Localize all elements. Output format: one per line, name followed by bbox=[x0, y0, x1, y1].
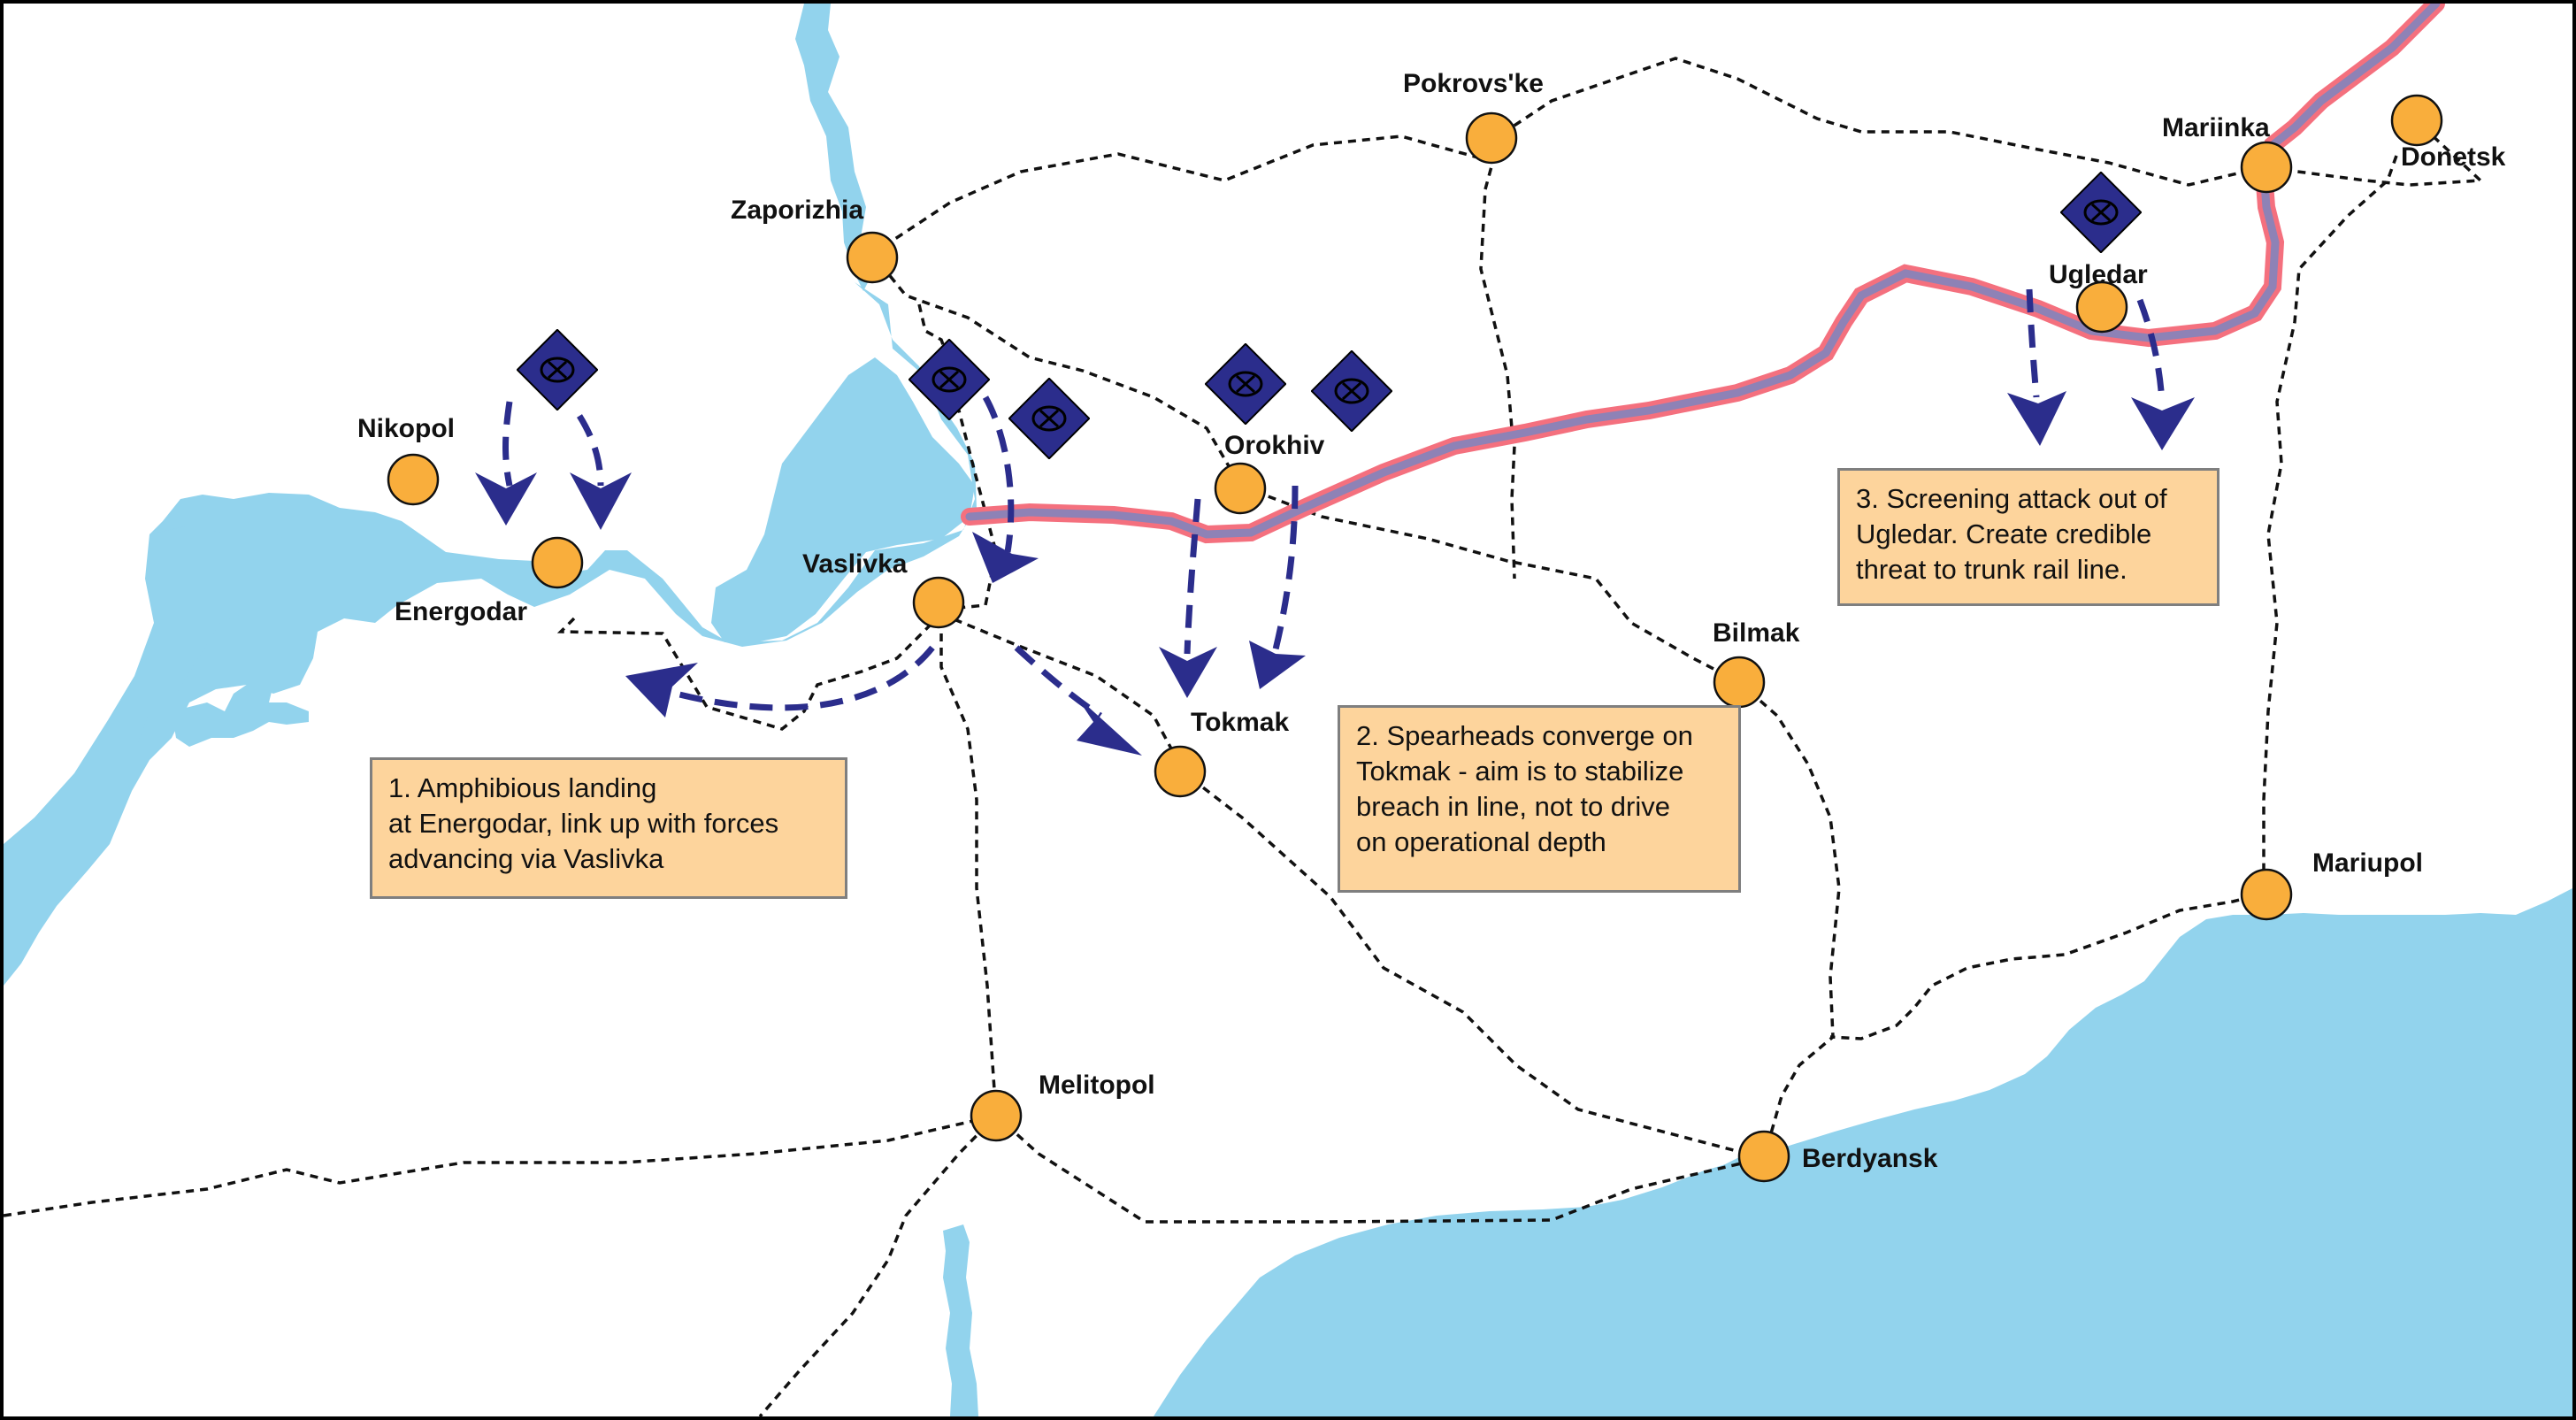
city-marker[interactable] bbox=[531, 536, 584, 589]
city-labels: Pokrovs'ke Mariinka Donetsk Zaporizhia U… bbox=[357, 69, 2506, 1173]
city-label-energodar: Energodar bbox=[395, 597, 527, 626]
sea-of-azov bbox=[1154, 888, 2572, 1416]
city-label-donetsk: Donetsk bbox=[2401, 142, 2506, 172]
mechanized-unit-icon bbox=[1311, 350, 1392, 432]
city-marker[interactable] bbox=[1713, 656, 1766, 709]
city-label-zaporizhia: Zaporizhia bbox=[731, 196, 863, 225]
city-label-mariupol: Mariupol bbox=[2312, 848, 2423, 878]
city-marker[interactable] bbox=[2240, 868, 2293, 921]
city-marker[interactable] bbox=[1465, 111, 1518, 165]
attack-arrow-icon bbox=[675, 645, 935, 711]
city-label-tokmak: Tokmak bbox=[1191, 708, 1289, 737]
note-amphibious-landing: 1. Amphibious landing at Energodar, link… bbox=[370, 757, 847, 899]
front-line-inner bbox=[965, 4, 2441, 539]
front-line-outer bbox=[961, 4, 2445, 544]
city-marker[interactable] bbox=[387, 453, 440, 506]
mechanized-unit-icon bbox=[1205, 343, 1286, 425]
front-line bbox=[961, 4, 2445, 544]
rail-line bbox=[4, 1114, 997, 1217]
rail-line bbox=[939, 605, 998, 1117]
dnipro-river-north bbox=[795, 4, 875, 291]
city-label-orokhiv: Orokhiv bbox=[1224, 431, 1325, 460]
attack-arrow-icon bbox=[2136, 298, 2166, 403]
rail-network bbox=[4, 57, 2485, 1416]
rail-line bbox=[870, 252, 1740, 684]
arrowhead-icon bbox=[1159, 647, 1217, 698]
city-marker[interactable] bbox=[912, 576, 965, 629]
city-marker[interactable] bbox=[970, 1089, 1023, 1142]
city-label-nikopol: Nikopol bbox=[357, 414, 455, 443]
note-tokmak-spearheads: 2. Spearheads converge on Tokmak - aim i… bbox=[1338, 705, 1741, 893]
attack-arrow-icon bbox=[982, 395, 1015, 553]
arrowhead-icon bbox=[2007, 391, 2066, 446]
city-marker[interactable] bbox=[1737, 1130, 1790, 1183]
cities bbox=[387, 94, 2443, 1183]
city-label-melitopol: Melitopol bbox=[1039, 1071, 1155, 1100]
attack-arrow-icon bbox=[1184, 498, 1201, 655]
reservoir-eastern-shore bbox=[711, 357, 975, 642]
reservoir-southwest-inlet bbox=[172, 663, 309, 747]
mechanized-unit-icon bbox=[2060, 172, 2142, 253]
arrowhead-icon bbox=[972, 532, 1039, 583]
mechanized-unit-icon bbox=[517, 329, 598, 411]
berdyansk-spit bbox=[1711, 1149, 1828, 1304]
rail-line bbox=[2262, 155, 2398, 894]
city-marker[interactable] bbox=[2075, 280, 2128, 334]
attack-arrow-icon bbox=[2026, 288, 2040, 398]
arrowhead-icon bbox=[475, 472, 537, 526]
city-marker[interactable] bbox=[2240, 141, 2293, 194]
city-label-ugledar: Ugledar bbox=[2049, 260, 2148, 289]
water-bodies bbox=[4, 4, 2572, 1416]
attack-arrow-icon bbox=[577, 414, 604, 487]
arrowhead-icon bbox=[2131, 397, 2195, 450]
arrowhead-icon bbox=[625, 663, 698, 718]
attack-arrows bbox=[502, 288, 2166, 718]
city-label-bilmak: Bilmak bbox=[1713, 618, 1800, 648]
western-reservoir-arm bbox=[136, 526, 309, 747]
attack-arrow-icon bbox=[502, 401, 513, 487]
city-marker[interactable] bbox=[2390, 94, 2443, 147]
arrowhead-icon bbox=[1249, 641, 1306, 689]
city-label-vaslivka: Vaslivka bbox=[802, 549, 908, 579]
city-label-pokrovske: Pokrovs'ke bbox=[1403, 69, 1544, 98]
attack-arrow-icon bbox=[1014, 645, 1102, 718]
note-ugledar-screening: 3. Screening attack out of Ugledar. Crea… bbox=[1837, 468, 2220, 606]
city-marker[interactable] bbox=[1154, 745, 1207, 798]
rail-line bbox=[994, 1114, 1765, 1224]
arrowhead-icon bbox=[570, 472, 632, 530]
city-label-mariinka: Mariinka bbox=[2162, 113, 2270, 142]
mechanized-unit-icon bbox=[1008, 378, 1090, 459]
city-marker[interactable] bbox=[1214, 462, 1267, 515]
molochna-river bbox=[943, 1224, 978, 1416]
rail-line bbox=[1737, 680, 1841, 1159]
mechanized-unit-icon bbox=[908, 339, 990, 420]
rail-line bbox=[1829, 891, 2267, 1040]
rail-line bbox=[1479, 140, 1516, 580]
city-label-berdyansk: Berdyansk bbox=[1802, 1144, 1938, 1173]
city-marker[interactable] bbox=[846, 231, 899, 284]
arrowhead-icon bbox=[1076, 695, 1142, 756]
map-canvas: Pokrovs'ke Mariinka Donetsk Zaporizhia U… bbox=[4, 4, 2572, 1416]
rail-line bbox=[871, 57, 2485, 256]
arrowheads bbox=[475, 391, 2195, 756]
rail-line bbox=[556, 612, 943, 731]
attack-arrow-icon bbox=[1272, 485, 1299, 650]
